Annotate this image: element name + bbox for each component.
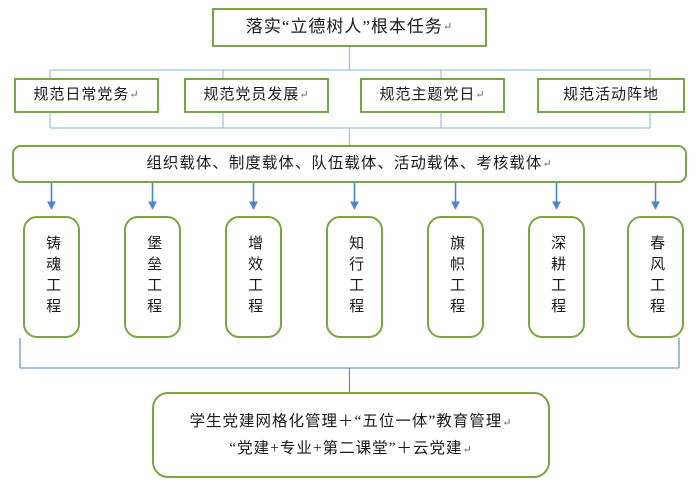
connector-norms-to-carrier xyxy=(49,113,651,145)
carrier-box-text: 组织载体、制度载体、队伍载体、活动载体、考核载体 xyxy=(146,154,543,172)
title-box-mark: ↵ xyxy=(442,21,454,34)
project-box-zhixing[interactable]: 知行工程 xyxy=(326,216,383,338)
norm-box-daily-party-affairs[interactable]: 规范日常党务↵ xyxy=(14,78,159,113)
norm-box-text: 规范党员发展 xyxy=(203,86,300,103)
project-box-baolei[interactable]: 堡垒工程 xyxy=(124,216,181,338)
norm-box-activity-venue[interactable]: 规范活动阵地 xyxy=(537,78,685,113)
carrier-box-mark: ↵ xyxy=(542,157,553,170)
bottom-box-line-2: “党建+专业+第二课堂”＋云党建↵ xyxy=(229,435,472,462)
project-box-chunfeng[interactable]: 春风工程 xyxy=(627,216,684,338)
title-box-text: 落实“立德树人”根本任务 xyxy=(245,17,443,37)
norm-box-member-development[interactable]: 规范党员发展↵ xyxy=(184,78,329,113)
project-box-text: 铸魂工程 xyxy=(44,235,61,319)
norm-box-theme-party-day[interactable]: 规范主题党日↵ xyxy=(360,78,505,113)
project-box-text: 旗帜工程 xyxy=(448,235,465,319)
project-box-zengxiao[interactable]: 增效工程 xyxy=(225,216,282,338)
project-box-qizhi[interactable]: 旗帜工程 xyxy=(427,216,484,338)
connector-projects-to-bottom xyxy=(19,338,680,392)
norm-box-mark: ↵ xyxy=(475,89,486,102)
norm-box-text: 规范日常党务 xyxy=(33,86,130,103)
norm-box-mark: ↵ xyxy=(299,89,310,102)
project-box-shengeng[interactable]: 深耕工程 xyxy=(528,216,585,338)
connector-carrier-to-projects xyxy=(47,183,660,210)
bottom-box-line-1: 学生党建网格化管理＋“五位一体”教育管理↵ xyxy=(190,408,513,435)
connector-title-to-norms xyxy=(49,47,651,78)
project-box-text: 深耕工程 xyxy=(549,235,566,319)
bottom-box-line-1-text: 学生党建网格化管理＋“五位一体”教育管理 xyxy=(189,412,503,430)
project-box-text: 知行工程 xyxy=(347,235,364,319)
project-box-text: 春风工程 xyxy=(648,235,665,319)
project-box-zhuhun[interactable]: 铸魂工程 xyxy=(23,216,80,338)
bottom-box-line-1-mark: ↵ xyxy=(502,416,513,429)
project-box-text: 堡垒工程 xyxy=(145,235,162,319)
carrier-box[interactable]: 组织载体、制度载体、队伍载体、活动载体、考核载体↵ xyxy=(12,145,687,183)
norm-box-text: 规范主题党日 xyxy=(379,86,476,103)
project-box-text: 增效工程 xyxy=(246,235,263,319)
bottom-box-line-2-mark: ↵ xyxy=(462,444,473,456)
title-box[interactable]: 落实“立德树人”根本任务↵ xyxy=(212,8,487,47)
bottom-box[interactable]: 学生党建网格化管理＋“五位一体”教育管理↵ “党建+专业+第二课堂”＋云党建↵ xyxy=(152,392,550,478)
norm-box-text: 规范活动阵地 xyxy=(562,86,659,103)
bottom-box-line-2-text: “党建+专业+第二课堂”＋云党建 xyxy=(229,440,463,457)
norm-box-mark: ↵ xyxy=(129,89,140,102)
